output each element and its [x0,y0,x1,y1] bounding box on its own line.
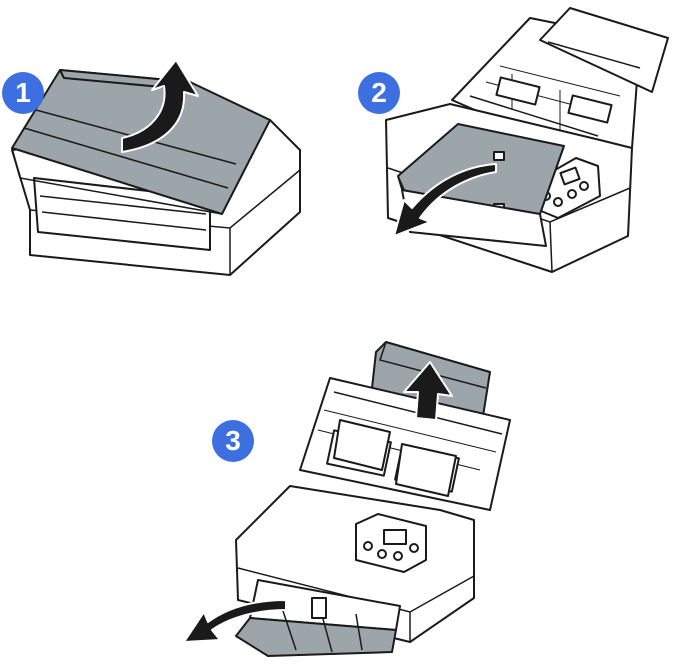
lower-tray-arrow [393,163,497,237]
step-1-badge: 1 [2,72,44,114]
step-3-badge: 3 [212,420,254,462]
scanner-closed [11,69,301,276]
open-cover-arrow [121,59,199,153]
step-2-badge: 2 [358,72,400,114]
extend-output-arrow [183,599,287,643]
scanner-open-tray [385,7,669,273]
scanner-extended [235,341,511,657]
extend-tray-arrow [403,361,453,421]
